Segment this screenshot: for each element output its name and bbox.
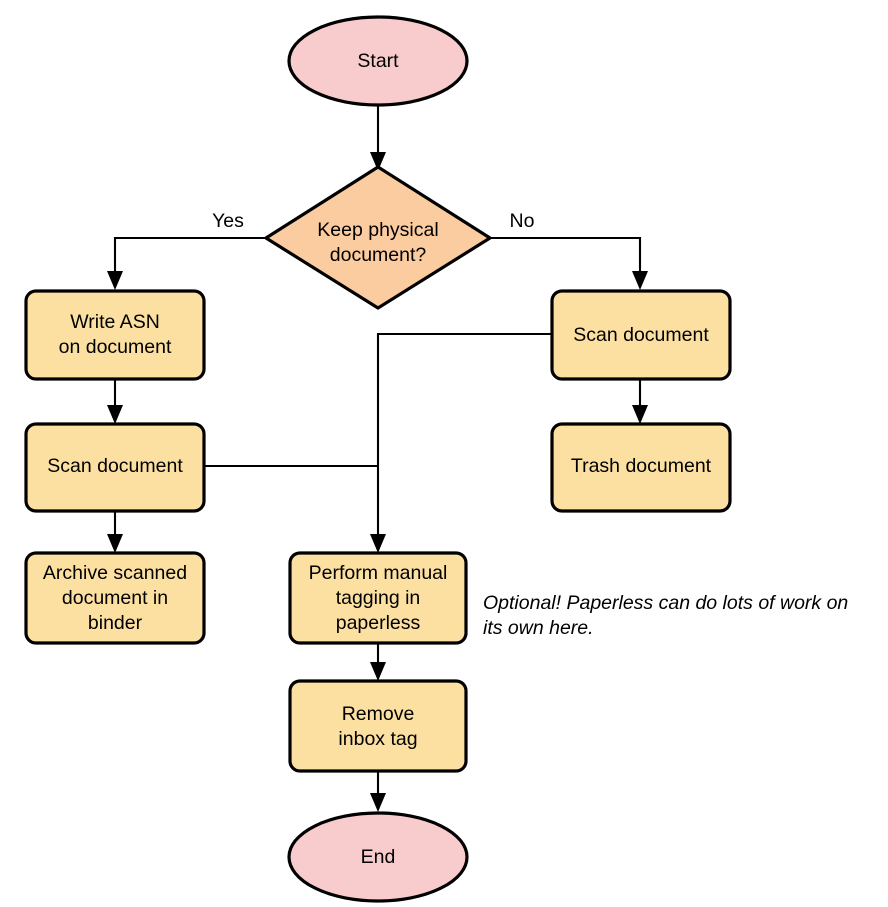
node-tagging-label-line2: tagging in [336, 587, 421, 609]
node-decision-shape[interactable] [264, 165, 492, 310]
node-remove-inbox-tag-shape[interactable] [288, 679, 468, 773]
node-start[interactable]: Start [287, 15, 469, 107]
node-write-asn[interactable]: Write ASN on document [24, 289, 206, 381]
annotation-line2: its own here. [483, 617, 594, 639]
node-remove-inbox-label-line2: inbox tag [338, 728, 417, 750]
edge-decision-yes-to-write-asn [107, 236, 265, 290]
node-archive-label-line2: document in [62, 587, 168, 609]
arrowhead-icon [107, 405, 123, 424]
node-scan-document-right-label: Scan document [573, 324, 709, 346]
arrowhead-icon [107, 271, 123, 290]
node-decision-label-line2: document? [330, 244, 427, 266]
node-scan-document-left-shape[interactable] [24, 422, 206, 513]
node-end-label: End [361, 846, 396, 868]
arrowhead-icon [370, 534, 386, 553]
node-decision-label-line1: Keep physical [317, 219, 438, 241]
node-remove-inbox-tag[interactable]: Remove inbox tag [288, 679, 468, 773]
edge-scan-right-to-tagging [370, 332, 552, 553]
arrowhead-icon [632, 405, 648, 424]
node-tagging-label-line1: Perform manual [309, 562, 448, 584]
node-start-shape[interactable] [287, 15, 469, 107]
edge-line [490, 236, 642, 278]
node-end[interactable]: End [287, 811, 469, 903]
node-scan-document-right-shape[interactable] [550, 289, 732, 381]
arrowhead-icon [632, 271, 648, 290]
node-write-asn-label-line1: Write ASN [70, 311, 160, 333]
node-decision-keep-physical-document[interactable]: Keep physical document? [264, 165, 492, 310]
edge-label-yes: Yes [212, 210, 244, 232]
node-perform-manual-tagging[interactable]: Perform manual tagging in paperless [288, 551, 468, 645]
node-archive-shape[interactable] [24, 551, 206, 645]
node-perform-manual-tagging-shape[interactable] [288, 551, 468, 645]
node-write-asn-shape[interactable] [24, 289, 206, 381]
node-scan-document-left[interactable]: Scan document [24, 422, 206, 513]
node-archive-label-line1: Archive scanned [43, 562, 187, 584]
node-trash-document[interactable]: Trash document [550, 422, 732, 513]
arrowhead-icon [107, 534, 123, 553]
edge-start-to-decision [370, 103, 386, 171]
edge-line [376, 332, 552, 541]
arrowhead-icon [370, 662, 386, 681]
node-scan-document-left-label: Scan document [47, 455, 183, 477]
edge-tagging-to-remove-inbox [370, 643, 386, 681]
edge-scan-left-to-archive [107, 511, 123, 553]
annotation-line1: Optional! Paperless can do lots of work … [483, 592, 848, 614]
node-trash-document-label: Trash document [571, 455, 712, 477]
edge-label-no: No [510, 210, 535, 232]
node-start-label: Start [357, 50, 399, 72]
node-scan-document-right[interactable]: Scan document [550, 289, 732, 381]
node-remove-inbox-label-line1: Remove [342, 703, 415, 725]
node-archive-scanned-document[interactable]: Archive scanned document in binder [24, 551, 206, 645]
node-trash-document-shape[interactable] [550, 422, 732, 513]
arrowhead-icon [370, 793, 386, 812]
edge-line [113, 236, 265, 278]
annotation-optional-note: Optional! Paperless can do lots of work … [483, 592, 848, 639]
edge-remove-inbox-to-end [370, 771, 386, 812]
node-write-asn-label-line2: on document [59, 336, 172, 358]
node-end-shape[interactable] [287, 811, 469, 903]
edge-scan-right-to-trash [632, 379, 648, 424]
arrowhead-icon [370, 152, 386, 171]
edge-write-asn-to-scan-left [107, 379, 123, 424]
node-archive-label-line3: binder [88, 612, 143, 634]
node-tagging-label-line3: paperless [336, 612, 421, 634]
edge-decision-no-to-scan-right [490, 236, 648, 290]
